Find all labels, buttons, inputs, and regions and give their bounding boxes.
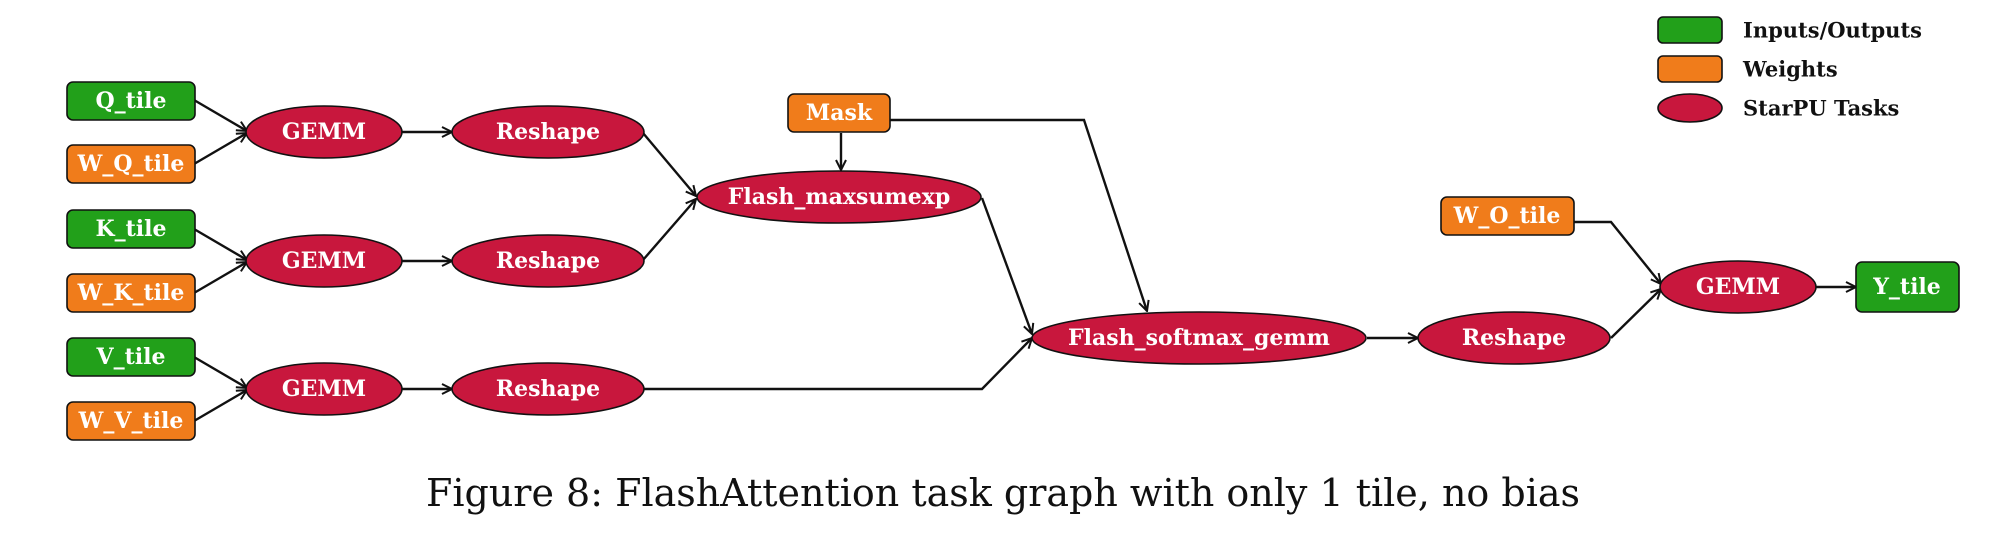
flash-softmax-gemm-node: Flash_softmax_gemm <box>1031 311 1367 365</box>
reshape-q-node: Reshape <box>451 105 645 159</box>
edge-reshape-k-to-flash-maxsumexp <box>642 199 696 261</box>
gemm-q-label: GEMM <box>282 119 366 145</box>
legend-swatch-task <box>1657 93 1723 123</box>
flash-maxsumexp-node: Flash_maxsumexp <box>696 170 982 224</box>
figure-caption: Figure 8: FlashAttention task graph with… <box>426 471 1580 515</box>
wo-tile-box <box>1440 196 1575 236</box>
q-tile-box <box>66 81 196 121</box>
gemm-k-ellipse <box>245 234 403 288</box>
gemm-out-label: GEMM <box>1696 274 1780 300</box>
mask-node: Mask <box>787 93 891 133</box>
wo-tile-label: W_O_tile <box>1453 203 1561 229</box>
flash-softmax-gemm-ellipse <box>1031 311 1367 365</box>
flash-softmax-gemm-label: Flash_softmax_gemm <box>1068 325 1330 351</box>
wq-tile-label: W_Q_tile <box>77 151 185 177</box>
reshape-k-ellipse <box>451 234 645 288</box>
edge-wk-tile-to-gemm <box>193 262 247 295</box>
legend-label-io: Inputs/Outputs <box>1743 18 1922 43</box>
gemm-v-label: GEMM <box>282 376 366 402</box>
edge-wo-tile-to-gemm <box>1574 220 1661 284</box>
wv-tile-label: W_V_tile <box>78 408 184 434</box>
y-tile-label: Y_tile <box>1872 274 1941 300</box>
reshape-out-ellipse <box>1417 311 1611 365</box>
q-tile-label: Q_tile <box>95 88 166 114</box>
legend: Inputs/Outputs Weights StarPU Tasks <box>1657 16 1922 123</box>
wq-tile-node: W_Q_tile <box>66 144 196 184</box>
edge-reshape-q-to-flash-maxsumexp <box>642 132 696 196</box>
edge-flash-maxsumexp-to-flash-softmax-gemm <box>980 197 1032 334</box>
flash-maxsumexp-label: Flash_maxsumexp <box>728 184 950 210</box>
gemm-q-ellipse <box>245 105 403 159</box>
flash-maxsumexp-ellipse <box>696 170 982 224</box>
edge-k-tile-to-gemm <box>193 227 247 260</box>
v-tile-node: V_tile <box>66 337 196 377</box>
legend-item-starpu-tasks: StarPU Tasks <box>1657 93 1899 123</box>
mask-label: Mask <box>806 100 873 126</box>
legend-swatch-weight <box>1657 55 1723 83</box>
reshape-q-ellipse <box>451 105 645 159</box>
v-tile-box <box>66 337 196 377</box>
edge-wv-tile-to-gemm <box>193 390 247 423</box>
k-tile-box <box>66 209 196 249</box>
legend-swatch-io <box>1657 16 1723 44</box>
reshape-q-label: Reshape <box>496 119 600 145</box>
gemm-out-ellipse <box>1659 260 1817 314</box>
legend-label-task: StarPU Tasks <box>1743 96 1899 121</box>
edge-reshape-to-gemm-out <box>1610 289 1661 339</box>
gemm-v-ellipse <box>245 362 403 416</box>
edges <box>193 98 1856 423</box>
gemm-v-node: GEMM <box>245 362 403 416</box>
nodes: Q_tile W_Q_tile K_tile W_K_tile V_tile W… <box>66 81 1960 441</box>
k-tile-node: K_tile <box>66 209 196 249</box>
reshape-v-node: Reshape <box>451 362 645 416</box>
edge-v-tile-to-gemm <box>193 355 247 388</box>
edge-mask-to-flash-softmax-gemm <box>889 118 1147 311</box>
reshape-v-ellipse <box>451 362 645 416</box>
gemm-k-node: GEMM <box>245 234 403 288</box>
wk-tile-node: W_K_tile <box>66 273 196 313</box>
legend-label-weight: Weights <box>1742 57 1838 82</box>
wk-tile-box <box>66 273 196 313</box>
mask-box <box>787 93 891 133</box>
wv-tile-box <box>66 401 196 441</box>
v-tile-label: V_tile <box>96 344 166 370</box>
reshape-k-label: Reshape <box>496 248 600 274</box>
reshape-out-label: Reshape <box>1462 325 1566 351</box>
gemm-out-node: GEMM <box>1659 260 1817 314</box>
y-tile-node: Y_tile <box>1855 261 1960 313</box>
edge-wq-tile-to-gemm <box>193 133 247 166</box>
wq-tile-box <box>66 144 196 184</box>
legend-item-weights: Weights <box>1657 55 1838 83</box>
gemm-q-node: GEMM <box>245 105 403 159</box>
reshape-v-label: Reshape <box>496 376 600 402</box>
reshape-out-node: Reshape <box>1417 311 1611 365</box>
reshape-k-node: Reshape <box>451 234 645 288</box>
y-tile-box <box>1855 261 1960 313</box>
gemm-k-label: GEMM <box>282 248 366 274</box>
wv-tile-node: W_V_tile <box>66 401 196 441</box>
k-tile-label: K_tile <box>96 216 167 242</box>
wo-tile-node: W_O_tile <box>1440 196 1575 236</box>
legend-item-inputs-outputs: Inputs/Outputs <box>1657 16 1922 44</box>
edge-reshape-v-to-flash-softmax-gemm <box>643 338 1032 391</box>
wk-tile-label: W_K_tile <box>77 280 185 306</box>
edge-q-tile-to-gemm <box>193 98 247 131</box>
q-tile-node: Q_tile <box>66 81 196 121</box>
